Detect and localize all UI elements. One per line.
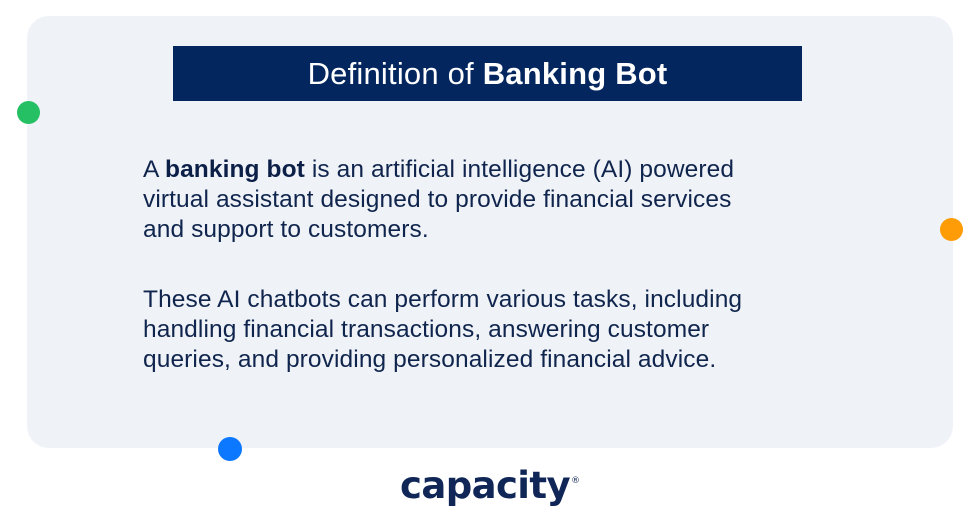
definition-line-3: and support to customers. (143, 216, 429, 243)
definition-term: banking bot (165, 156, 305, 183)
definition-line-1-prefix: A (143, 156, 165, 183)
definition-line-1-suffix: is an artificial intelligence (AI) power… (304, 156, 735, 183)
definition-line-2: virtual assistant designed to provide fi… (143, 186, 732, 213)
orange-dot-decoration (940, 218, 963, 241)
details-line-2: handling financial transactions, answeri… (143, 316, 710, 343)
title-prefix: Definition of (307, 55, 483, 91)
registered-mark-icon: ® (570, 476, 580, 486)
green-dot-decoration (17, 101, 40, 124)
details-line-1: These AI chatbots can perform various ta… (143, 286, 743, 313)
blue-dot-decoration (218, 437, 242, 461)
logo-wordmark: capacity (400, 464, 571, 507)
definition-paragraph: A banking bot is an artificial intellige… (143, 155, 863, 245)
title-banner: Definition of Banking Bot (173, 46, 802, 101)
details-paragraph: These AI chatbots can perform various ta… (143, 285, 863, 375)
details-line-3: queries, and providing personalized fina… (143, 346, 717, 373)
capacity-logo: capacity ® (400, 466, 580, 510)
definition-line-1: A banking bot is an artificial intellige… (143, 155, 863, 185)
title-term: Banking Bot (482, 55, 668, 91)
